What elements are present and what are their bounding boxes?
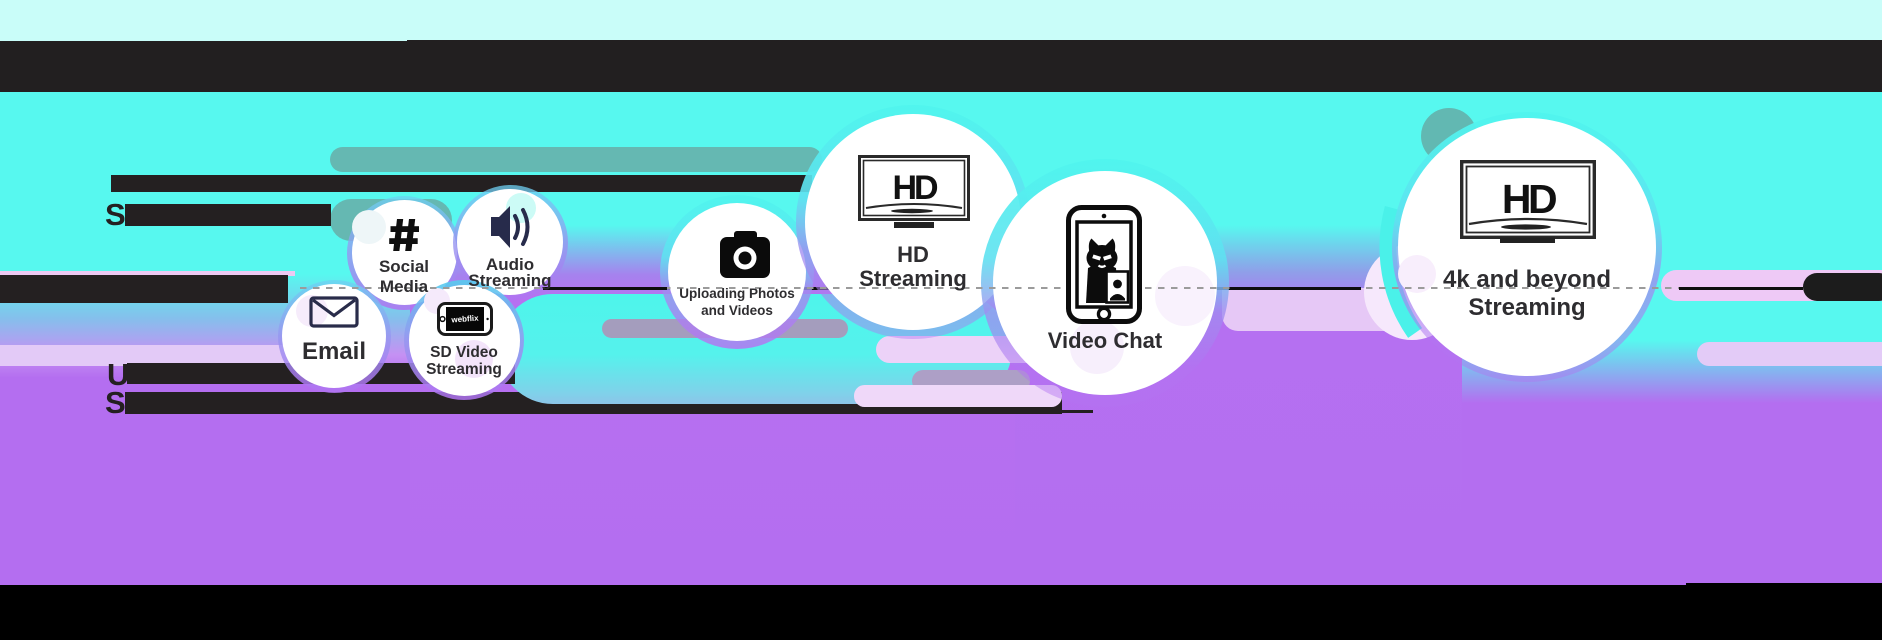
svg-text:HD: HD xyxy=(1502,176,1556,222)
svg-text:webflix: webflix xyxy=(450,314,479,325)
svg-text:HD: HD xyxy=(892,169,938,207)
